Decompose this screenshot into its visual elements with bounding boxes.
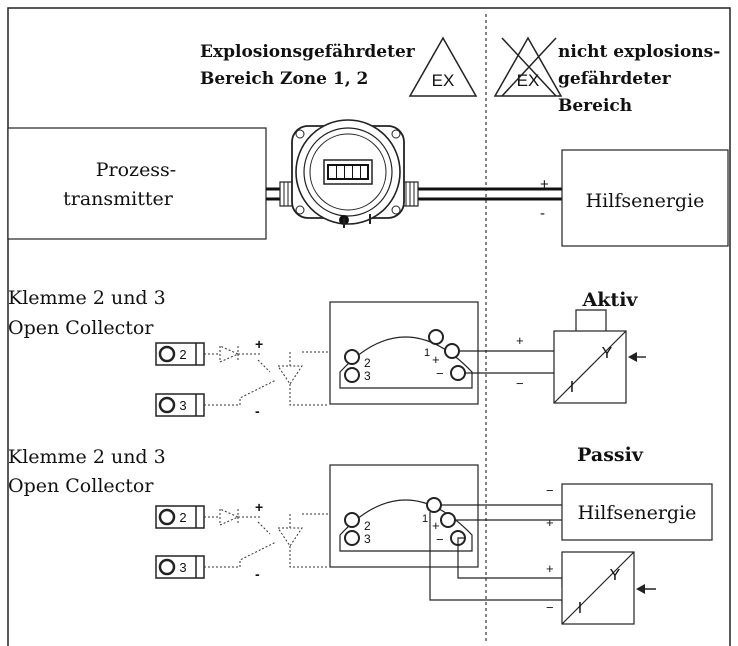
cable-right bbox=[410, 187, 562, 201]
active-input-arrow-icon bbox=[628, 352, 646, 362]
passive-power-supply-box bbox=[561, 483, 713, 541]
power-supply-label: Hilfsenergie bbox=[586, 190, 705, 212]
passive-converter-y: Y bbox=[610, 567, 621, 584]
safe-zone-label-1: nicht explosions- bbox=[558, 42, 720, 62]
passive-power-supply-label: Hilfsenergie bbox=[578, 502, 697, 524]
active-terminal-3-icon: 3 bbox=[155, 393, 205, 417]
active-optocoupler-icon bbox=[204, 345, 328, 406]
active-minus-out: − bbox=[516, 376, 524, 391]
passive-terminal-3-icon: 3 bbox=[155, 555, 205, 579]
supply-minus-sign: - bbox=[540, 205, 545, 222]
process-transmitter-label-2: transmitter bbox=[63, 188, 174, 210]
passive-term2-num: 2 bbox=[179, 510, 186, 525]
passive-conv-minus: − bbox=[546, 600, 554, 615]
active-term2-num: 2 bbox=[179, 347, 186, 362]
active-mode-label: Aktiv bbox=[582, 289, 639, 311]
safe-zone-label-2: gefährdeter bbox=[558, 69, 672, 89]
active-term3-num: 3 bbox=[179, 398, 186, 413]
passive-terminal-label-1: Klemme 2 und 3 bbox=[8, 446, 166, 468]
field-display-device-icon bbox=[279, 119, 419, 228]
active-terminal-label-2: Open Collector bbox=[8, 317, 154, 339]
active-terminal-2-icon: 2 bbox=[155, 342, 205, 366]
passive-mode-label: Passiv bbox=[577, 444, 644, 466]
active-inner-2: 2 bbox=[364, 356, 371, 370]
passive-conv-plus: + bbox=[546, 561, 554, 576]
passive-terminal-label-2: Open Collector bbox=[8, 475, 154, 497]
passive-inner-3: 3 bbox=[364, 532, 371, 546]
passive-term3-num: 3 bbox=[179, 560, 186, 575]
active-signal-converter-icon: Y I bbox=[553, 330, 627, 404]
ex-symbol-text: EX bbox=[432, 71, 455, 90]
active-opto-plus: + bbox=[255, 336, 263, 352]
active-screw-terminals-icon bbox=[344, 329, 466, 383]
passive-converter-i: I bbox=[578, 600, 582, 617]
active-inner-minus: − bbox=[436, 366, 444, 381]
process-transmitter-label-1: Prozess- bbox=[96, 159, 176, 181]
hazardous-zone-label-2: Bereich Zone 1, 2 bbox=[200, 69, 368, 89]
power-supply-box bbox=[561, 149, 729, 247]
passive-input-arrow-icon bbox=[636, 584, 656, 594]
passive-inner-2: 2 bbox=[364, 519, 371, 533]
safe-zone-label-3: Bereich bbox=[558, 96, 632, 116]
passive-supply-plus: + bbox=[546, 515, 554, 530]
passive-inner-minus: − bbox=[436, 532, 444, 547]
passive-optocoupler-icon bbox=[204, 508, 328, 568]
passive-inner-plus: + bbox=[432, 518, 440, 533]
active-converter-i: I bbox=[570, 379, 574, 396]
supply-plus-sign: + bbox=[540, 176, 549, 193]
active-wires bbox=[459, 309, 607, 374]
passive-opto-minus: - bbox=[255, 566, 260, 582]
passive-signal-converter-icon: Y I bbox=[561, 551, 635, 625]
outer-frame bbox=[7, 7, 731, 646]
active-converter-y: Y bbox=[602, 345, 613, 362]
ex-crossed-symbol-text: EX bbox=[517, 71, 540, 90]
active-inner-plus: + bbox=[432, 352, 440, 367]
active-inner-1: 1 bbox=[424, 347, 430, 359]
passive-supply-minus: − bbox=[546, 483, 554, 498]
passive-opto-plus: + bbox=[255, 499, 263, 515]
hazardous-zone-label-1: Explosionsgefährdeter bbox=[200, 42, 416, 62]
ex-crossed-icon: EX bbox=[493, 36, 563, 97]
ex-warning-icon: EX bbox=[408, 36, 478, 97]
active-terminal-label-1: Klemme 2 und 3 bbox=[8, 287, 166, 309]
active-plus-out: + bbox=[516, 333, 524, 348]
active-inner-3: 3 bbox=[364, 369, 371, 383]
process-transmitter-box bbox=[7, 127, 267, 240]
passive-inner-1: 1 bbox=[422, 513, 428, 525]
passive-terminal-2-icon: 2 bbox=[155, 505, 205, 529]
active-opto-minus: - bbox=[255, 403, 260, 419]
